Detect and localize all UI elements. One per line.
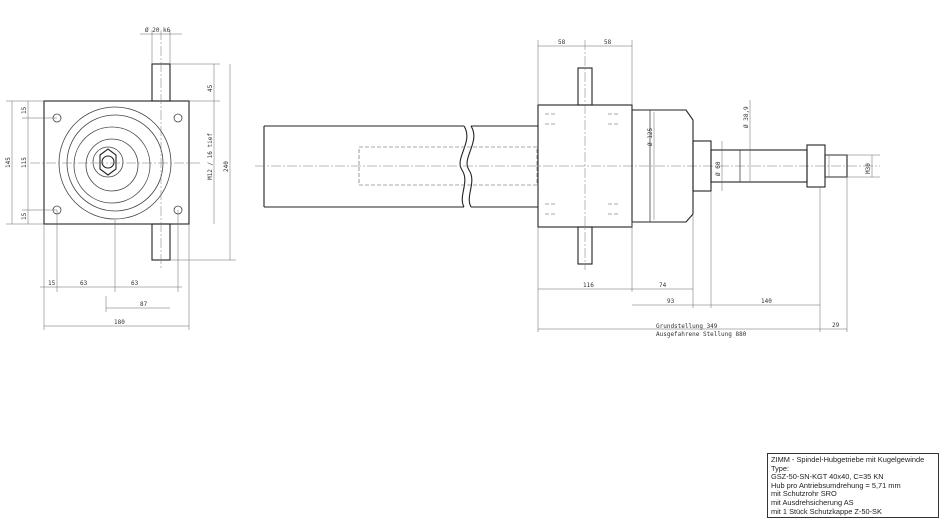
- dim-len-74: 74: [659, 282, 667, 289]
- info-antirotation: mit Ausdrehsicherung AS: [771, 497, 854, 507]
- housing-outline: [43, 100, 190, 225]
- side-view: 58 58 Ø 125 Ø 60 Ø 38,9 M30 116 74 93 14…: [255, 39, 880, 338]
- dim-bottom-63b: 63: [131, 280, 139, 287]
- dim-shaft-diameter: Ø 20 k6: [145, 27, 171, 34]
- dim-ausgefahren: Ausgefahrene Stellung 880: [656, 331, 747, 338]
- dim-shaft-length: 45: [207, 84, 214, 92]
- info-title: ZIMM - Spindel-Hubgetriebe mit Kugelgewi…: [771, 455, 925, 464]
- dim-dia-389: Ø 38,9: [743, 106, 750, 128]
- info-type-value: GSZ-50-SN-KGT 40x40, C=35 KN: [771, 472, 884, 482]
- dim-thread: M12 / 16 tief: [207, 133, 214, 180]
- dim-len-140: 140: [761, 298, 772, 305]
- dim-bottom-87: 87: [140, 301, 148, 308]
- dim-dia-125: Ø 125: [647, 128, 654, 146]
- hex-nut: [99, 148, 117, 176]
- dim-bottom-15: 15: [48, 280, 56, 287]
- dim-bottom-180: 180: [114, 319, 125, 326]
- info-box: ZIMM - Spindel-Hubgetriebe mit Kugelgewi…: [767, 453, 939, 518]
- dim-dia-60: Ø 60: [715, 161, 722, 176]
- dim-len-116: 116: [583, 282, 594, 289]
- tube-break-right: [466, 125, 475, 208]
- dim-side-58-right: 58: [604, 39, 612, 46]
- protective-tube: [263, 125, 464, 208]
- dim-thread-m30: M30: [865, 163, 872, 174]
- info-stroke: Hub pro Antriebsumdrehung = 5,71 mm: [771, 480, 901, 490]
- dim-len-93: 93: [667, 298, 675, 305]
- info-type-label: Type:: [771, 463, 790, 473]
- tube-break-left: [459, 125, 468, 208]
- bolt-hole-tr: [173, 113, 183, 123]
- spindle-circle: [92, 146, 124, 178]
- dim-top-offset: 15: [21, 106, 28, 114]
- dim-side-58-left: 58: [558, 39, 566, 46]
- dim-grundstellung: Grundstellung 349: [656, 323, 718, 330]
- dim-bolt-spacing-v: 115: [21, 157, 28, 168]
- info-cap: mit 1 Stück Schutzkappe Z-50-SK: [771, 506, 882, 516]
- bearing-inner-circle: [85, 138, 139, 192]
- spindle-core: [101, 155, 115, 169]
- bearing-circle: [73, 126, 151, 204]
- dim-total-height: 240: [223, 161, 230, 172]
- dim-len-29: 29: [832, 322, 840, 329]
- dim-bottom-offset: 15: [21, 212, 28, 220]
- front-view: Ø 20 k6 45 M12 / 16 tief 240 145 15 115 …: [5, 27, 236, 330]
- dim-bottom-63a: 63: [80, 280, 88, 287]
- dim-housing-height: 145: [5, 157, 12, 168]
- info-tube: mit Schutzrohr SRO: [771, 489, 837, 499]
